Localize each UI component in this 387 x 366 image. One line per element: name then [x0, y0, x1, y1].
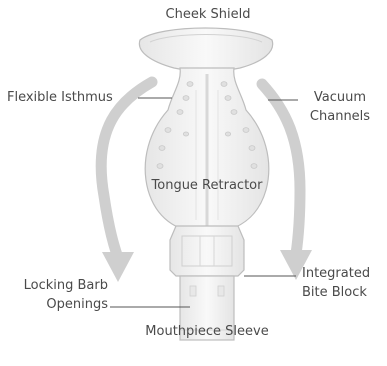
label-flexible-isthmus: Flexible Isthmus — [7, 90, 113, 106]
label-locking-barb-line2: Openings — [4, 297, 108, 313]
label-locking-barb-line1: Locking Barb — [4, 278, 108, 294]
bite-block-part — [170, 226, 244, 276]
label-locking-barb-openings: Locking Barb Openings — [4, 278, 108, 313]
label-vacuum-channels: Vacuum Channels — [300, 90, 380, 125]
label-bite-block-line2: Bite Block — [302, 285, 382, 301]
label-integrated-bite-block: Integrated Bite Block — [302, 266, 382, 301]
label-cheek-shield: Cheek Shield — [133, 7, 283, 23]
label-integrated-line1: Integrated — [302, 266, 382, 282]
label-vacuum-channels-line2: Channels — [300, 109, 380, 125]
label-tongue-retractor: Tongue Retractor — [127, 178, 287, 194]
label-vacuum-channels-line1: Vacuum — [300, 90, 380, 106]
label-mouthpiece-sleeve: Mouthpiece Sleeve — [127, 324, 287, 340]
